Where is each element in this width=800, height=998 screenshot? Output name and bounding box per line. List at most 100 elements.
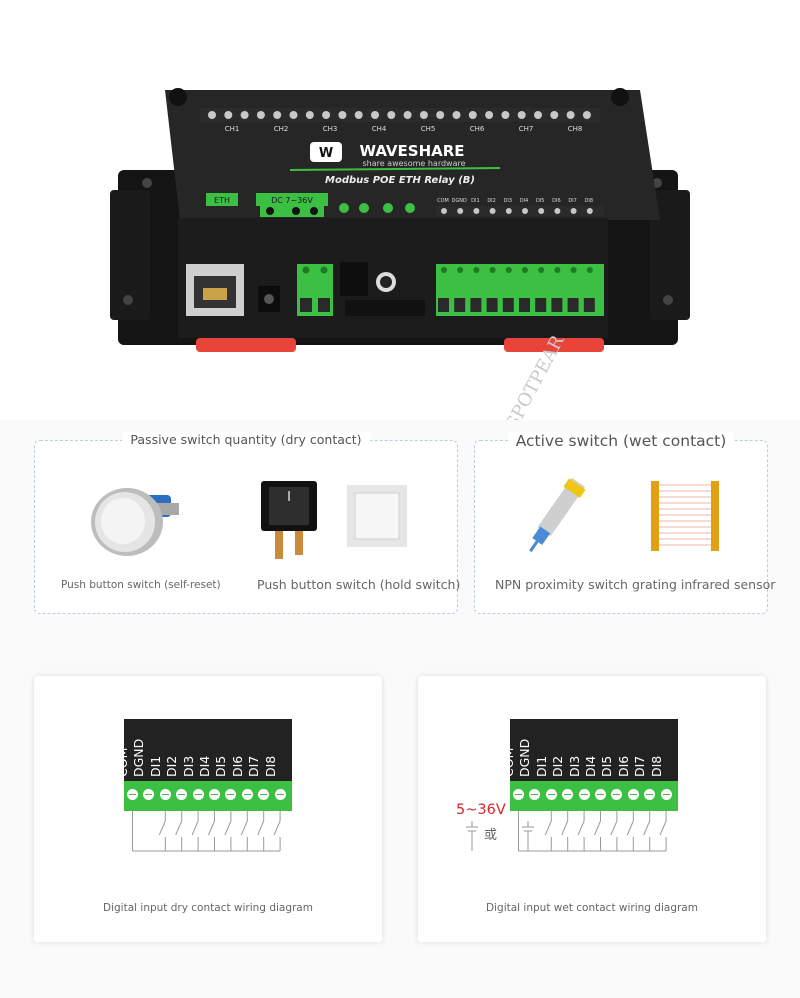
di-terminal-socket: [438, 298, 449, 312]
model-name: Modbus POE ETH Relay (B): [325, 175, 475, 186]
terminal-screw: [595, 789, 606, 800]
switch-contact: [626, 820, 634, 836]
switch-contact: [643, 820, 651, 836]
di-label: DI3: [504, 198, 513, 204]
di-label: DGND: [452, 198, 467, 204]
pin-label-text: DI5: [213, 755, 229, 777]
active-switch-panel: Active switch (wet contact) NPN proximit…: [474, 432, 775, 614]
wet-contact-caption: Digital input wet contact wiring diagram: [486, 902, 698, 914]
pin-label-text: DI2: [550, 755, 566, 777]
di-terminal-socket: [567, 298, 579, 312]
switch-contact: [191, 820, 199, 836]
relay-terminal-screw: [224, 111, 233, 119]
relay-terminal-screw: [582, 111, 591, 119]
relay-terminal-screw: [452, 111, 461, 119]
terminal-screw: [578, 789, 590, 800]
relay-terminal-screw: [256, 111, 265, 119]
terminal-screw: [562, 789, 574, 800]
brand-name: WAVESHARE: [359, 142, 464, 160]
di-terminal-pin: [554, 267, 561, 273]
di-terminal-screw: [570, 208, 577, 214]
rocker-switch-icon: [261, 481, 317, 559]
voltage-label: 5~36V: [456, 802, 506, 818]
pin-label-text: DI3: [180, 755, 196, 777]
di-terminal-pin: [457, 267, 464, 273]
switch-contact: [257, 820, 265, 836]
push-button-self-reset-caption: Push button switch (self-reset): [61, 579, 221, 591]
terminal-screw: [258, 789, 270, 800]
di-label: DI8: [585, 198, 594, 204]
di-terminal-screw: [473, 208, 480, 214]
power-label: DC 7~36V: [271, 196, 313, 205]
pin-label-text: DI4: [197, 755, 212, 777]
pin-label-text: DI6: [229, 755, 245, 777]
di-terminal-socket: [583, 298, 595, 312]
relay-terminal-screw: [240, 111, 249, 119]
di-terminal-socket: [486, 298, 498, 312]
switch-contact: [577, 820, 585, 836]
brand-tagline: share awesome hardware: [362, 159, 465, 168]
switch-contact: [659, 820, 667, 836]
terminal-screw: [176, 789, 188, 800]
di-terminal-pin: [489, 267, 496, 273]
pin-label-text: DI8: [648, 755, 664, 777]
di-terminal-screw: [554, 208, 561, 214]
di-terminal-socket: [470, 298, 482, 312]
switch-contact: [544, 820, 552, 836]
channel-label: CH2: [274, 125, 289, 133]
relay-terminal-screw: [338, 111, 347, 119]
di-label: DI7: [568, 198, 577, 204]
relay-terminal-screw: [419, 111, 428, 119]
pin-label-text: DI7: [246, 755, 262, 777]
di-terminal-screw: [586, 208, 593, 214]
di-terminal-socket: [454, 298, 466, 312]
passive-switch-panel: Passive switch quantity (dry contact) Pu…: [34, 432, 460, 614]
pin-label-text: DI8: [262, 755, 278, 777]
pin-label-text: DI7: [632, 755, 648, 777]
di-terminal-socket: [502, 298, 514, 312]
relay-terminal-screw: [550, 111, 559, 119]
dry-contact-wires: [132, 811, 281, 852]
terminal-screw: [192, 789, 204, 800]
terminal-screw: [545, 789, 557, 800]
pin-label-text: COM: [115, 747, 130, 777]
di-terminal-pin: [538, 267, 545, 273]
terminal-screw: [644, 789, 656, 800]
di-terminal-pin: [441, 267, 447, 273]
relay-terminal-screw: [517, 111, 526, 119]
terminal-block-screws: [124, 781, 292, 811]
di-label: DI5: [536, 198, 545, 204]
di-terminal-screw: [489, 208, 496, 214]
npn-proximity-sensor-icon: [529, 477, 586, 553]
active-switch-caption: NPN proximity switch grating infrared se…: [495, 577, 776, 592]
terminal-screw: [159, 789, 171, 800]
relay-terminal-screw: [322, 111, 331, 119]
switch-contact: [175, 820, 183, 836]
di-terminal-socket: [535, 298, 547, 312]
di-label: COM: [437, 198, 449, 204]
pin-label-text: DI5: [599, 755, 615, 777]
terminal-screw: [274, 789, 286, 800]
relay-terminal-screw: [468, 111, 477, 119]
terminal-screw: [611, 789, 623, 800]
switch-contact: [208, 820, 215, 836]
relay-terminal-screw: [387, 111, 396, 119]
relay-terminal-screw: [436, 111, 445, 119]
di-terminal-screw: [522, 208, 528, 214]
pin-label-text: DI6: [615, 755, 631, 777]
di-label: DI6: [552, 198, 561, 204]
di-terminal-screw: [457, 208, 464, 214]
di-label: DI2: [487, 198, 496, 204]
relay-terminal-screw: [403, 111, 412, 119]
active-switch-title: Active switch (wet contact): [507, 432, 735, 450]
relay-terminal-screw: [273, 111, 282, 119]
di-terminal-screw: [441, 208, 447, 214]
relay-terminal-screw: [305, 111, 314, 119]
relay-terminal-screw: [371, 111, 379, 119]
terminal-screw: [529, 789, 541, 800]
relay-terminal-screw: [566, 111, 575, 119]
pin-label-text: DI2: [164, 755, 180, 777]
wet-contact-wires: [466, 811, 667, 852]
